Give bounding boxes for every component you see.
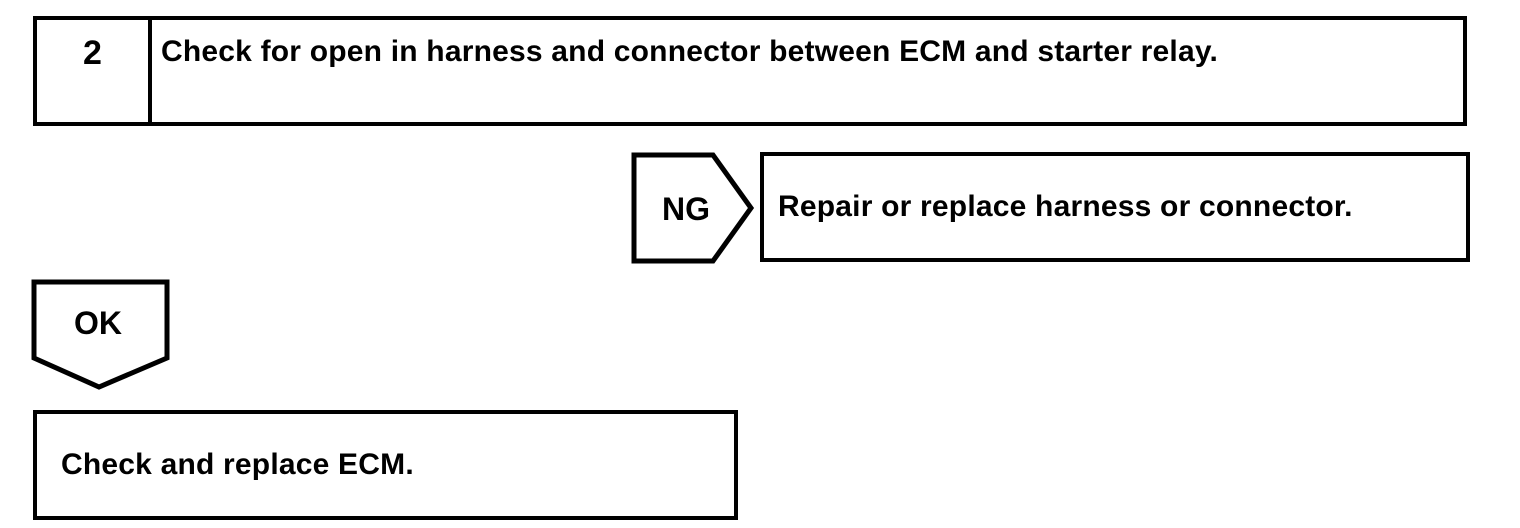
ng-connector-shape: NG — [631, 152, 755, 264]
ng-action-box: Repair or replace harness or connector. — [760, 152, 1470, 262]
ok-pentagon-outline — [31, 279, 170, 390]
step-instruction-cell: Check for open in harness and connector … — [152, 20, 1463, 122]
step-number: 2 — [83, 34, 102, 72]
step-number-cell: 2 — [37, 20, 152, 122]
ok-result-text: Check and replace ECM. — [61, 448, 414, 481]
ng-action-text: Repair or replace harness or connector. — [778, 190, 1353, 223]
ok-label: OK — [74, 305, 122, 341]
ok-connector-shape: OK — [31, 279, 170, 390]
step-box: 2 Check for open in harness and connecto… — [33, 16, 1467, 126]
step-instruction: Check for open in harness and connector … — [161, 35, 1219, 68]
ok-result-box: Check and replace ECM. — [33, 410, 738, 520]
ng-pentagon-outline — [631, 152, 755, 264]
ng-label: NG — [662, 191, 710, 227]
